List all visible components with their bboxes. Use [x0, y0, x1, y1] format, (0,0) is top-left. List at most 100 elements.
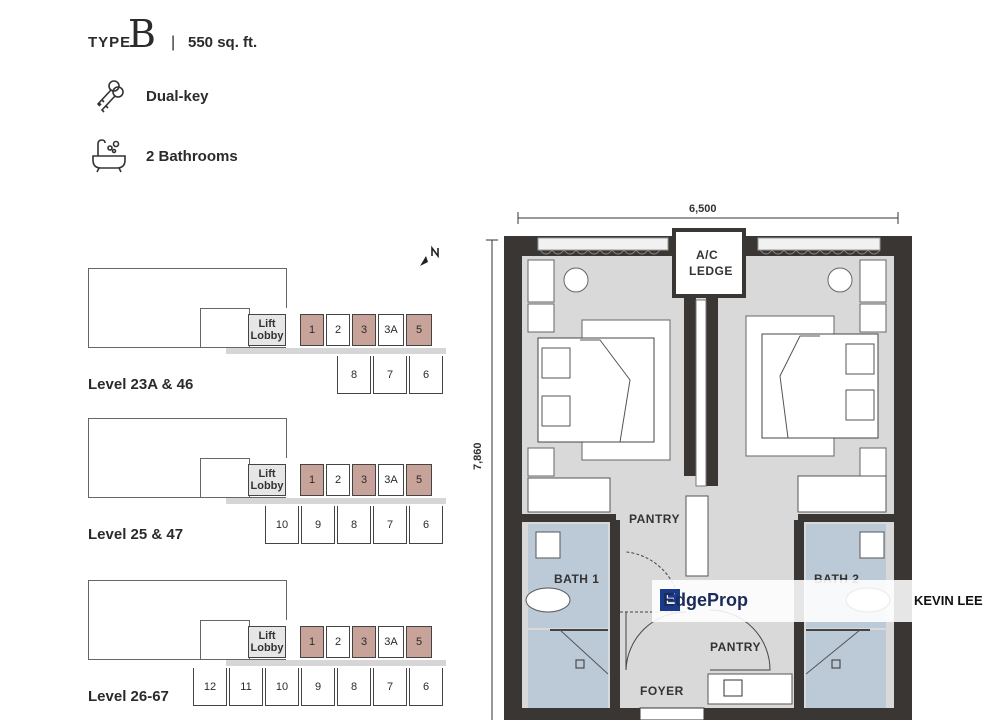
keyplan-unit-5: 5: [406, 464, 432, 496]
unit-size: 550 sq. ft.: [188, 34, 258, 51]
right-blanket-fold: [779, 335, 820, 439]
keyplan-corridor: [226, 660, 446, 666]
keys-icon: [96, 80, 124, 113]
keyplan-unit-1: 1: [300, 626, 324, 658]
right-side-cabinet-1: [859, 303, 887, 333]
keyplan-unit-10: 10: [265, 506, 299, 544]
agent-name: KEVIN LEE: [914, 593, 983, 608]
keyplan-unit-6: 6: [409, 668, 443, 706]
keyplan-unit-3A: 3A: [378, 464, 404, 496]
keyplan-unit-6: 6: [409, 356, 443, 394]
keyplan-unit-2: 2: [326, 314, 350, 346]
shower2-floor: [806, 630, 886, 720]
right-side-cabinet-2: [859, 447, 887, 477]
top-pantry-counter: [685, 495, 709, 577]
keyplan-unit-1: 1: [300, 464, 324, 496]
keyplan-unit-2: 2: [326, 464, 350, 496]
bath1-wall-top: [522, 514, 616, 522]
left-wardrobe-top: [527, 259, 555, 303]
keyplan-unit-12: 12: [193, 668, 227, 706]
ac-ledge-label-1: A/C: [696, 248, 719, 262]
keyplan-corner-outline: [286, 268, 287, 308]
keyplan-unit-7: 7: [373, 506, 407, 544]
keyplan-unit-3A: 3A: [378, 314, 404, 346]
keyplan-building-outline: [88, 580, 286, 660]
type-letter: B: [128, 12, 156, 56]
floor-plan: [486, 212, 912, 720]
bath2-wall-top: [798, 514, 894, 522]
header-separator: |: [171, 34, 176, 51]
feature-dual-key: Dual-key: [146, 88, 209, 105]
shower1-floor: [528, 630, 608, 720]
keyplan-unit-10: 10: [265, 668, 299, 706]
bottom-wall: [522, 708, 894, 720]
right-pillow-1: [845, 343, 875, 375]
keyplan-level-label: Level 23A & 46: [88, 376, 194, 393]
keyplan-building-outline: [88, 268, 286, 348]
keyplan-unit-9: 9: [301, 506, 335, 544]
keyplan-unit-5: 5: [406, 314, 432, 346]
north-arrow-icon: [420, 245, 439, 266]
keyplan-level-label: Level 25 & 47: [88, 526, 184, 543]
keyplan-unit-7: 7: [373, 356, 407, 394]
bath1-label: BATH 1: [554, 572, 600, 586]
foyer-label: FOYER: [640, 684, 684, 698]
keyplan-unit-3: 3: [352, 464, 376, 496]
keyplan-unit-8: 8: [337, 506, 371, 544]
keyplan-corner-outline: [286, 418, 287, 458]
keyplan-unit-1: 1: [300, 314, 324, 346]
bottom-pantry-counter: [707, 673, 793, 705]
shower2-drain: [831, 659, 841, 669]
pantry-top-label: PANTRY: [629, 512, 680, 526]
keyplan-unit-9: 9: [301, 668, 335, 706]
watermark-band: [652, 580, 992, 622]
left-blanket-fold: [580, 339, 631, 443]
depth-dimension-line: [486, 239, 498, 720]
bathtub-icon: [92, 139, 126, 173]
left-chair: [563, 267, 589, 293]
keyplan-level-label: Level 26-67: [88, 688, 169, 705]
window-left: [537, 237, 669, 251]
depth-dimension: 7,860: [472, 442, 484, 470]
right-pillow-2: [845, 389, 875, 421]
bath1-wall-right: [610, 520, 620, 720]
right-desk: [797, 475, 887, 513]
ac-ledge: [672, 228, 746, 298]
keyplan-wing-outline: [200, 458, 250, 498]
left-side-cabinet-1: [527, 303, 555, 333]
keyplan-unit-11: 11: [229, 668, 263, 706]
type-prefix: TYPE: [88, 34, 132, 51]
keyplan-wing-outline: [200, 308, 250, 348]
keyplan-unit-6: 6: [409, 506, 443, 544]
keyplan-unit-3: 3: [352, 626, 376, 658]
keyplan-unit-5: 5: [406, 626, 432, 658]
bath1-toilet: [525, 587, 571, 613]
entrance-gap: [639, 707, 705, 720]
right-wardrobe-top: [859, 259, 887, 303]
keyplan-corridor: [226, 348, 446, 354]
keyplan-wing-outline: [200, 620, 250, 660]
keyplan-unit-8: 8: [337, 356, 371, 394]
width-dimension: 6,500: [689, 203, 717, 215]
keyplan-corner-outline: [286, 580, 287, 620]
wardrobe-strip: [695, 299, 707, 487]
left-side-cabinet-2: [527, 447, 555, 477]
window-right: [757, 237, 881, 251]
shower1-drain: [575, 659, 585, 669]
keyplan-unit-7: 7: [373, 668, 407, 706]
curtain-left: [539, 249, 661, 255]
keyplan-unit-3: 3: [352, 314, 376, 346]
edgeprop-brand: EdgeProp: [663, 590, 749, 610]
ac-ledge-label-2: LEDGE: [689, 264, 733, 278]
keyplan-corridor: [226, 498, 446, 504]
partition-left: [684, 296, 696, 476]
left-pillow-1: [541, 347, 571, 379]
bath2-sink: [859, 531, 885, 559]
pantry-bottom-label: PANTRY: [710, 640, 761, 654]
left-desk: [527, 477, 611, 513]
left-pillow-2: [541, 395, 571, 427]
width-dimension-line: [517, 212, 899, 224]
